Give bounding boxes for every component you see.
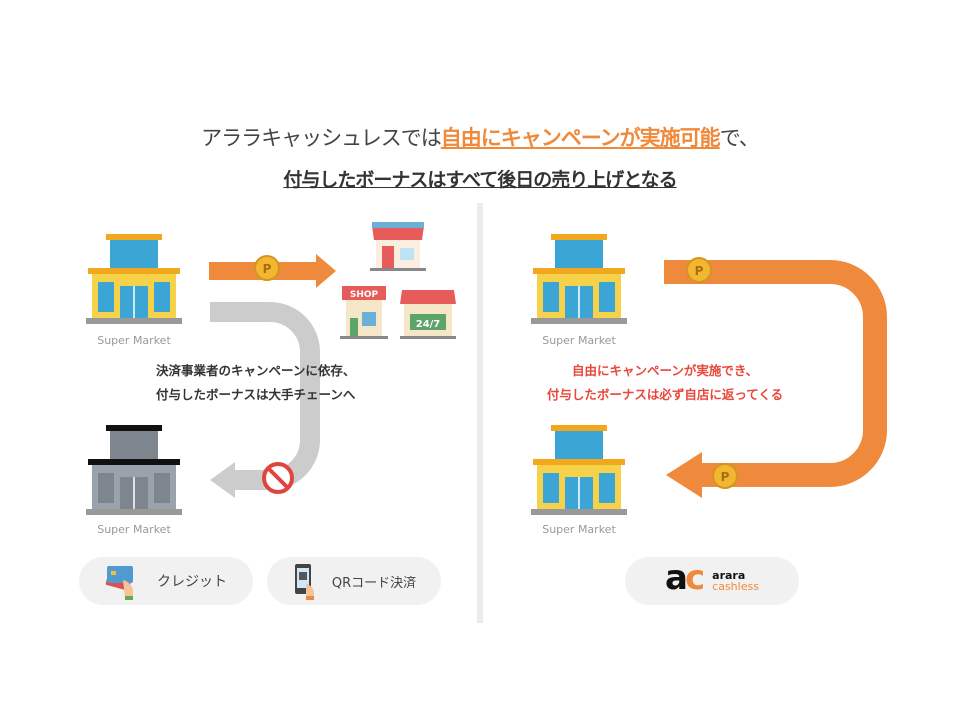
supermarket-building-icon — [86, 234, 182, 324]
qr-phone-icon — [294, 564, 314, 600]
left-caption: 決済事業者のキャンペーンに依存、 付与したボーナスは大手チェーンへ — [156, 359, 355, 407]
conv-sign: 24/7 — [416, 319, 441, 330]
store-label: Super Market — [542, 523, 616, 536]
arara-logo-mark-text: ac — [665, 558, 705, 598]
logo-line2: cashless — [712, 580, 759, 593]
arara-logo-text: arara cashless — [712, 570, 759, 592]
store-label: Super Market — [97, 334, 171, 347]
credit-label: クレジット — [157, 574, 227, 590]
coin-icon: P — [686, 257, 712, 283]
title-prefix: アララキャッシュレスでは — [201, 126, 442, 150]
qr-label: QRコード決済 — [331, 575, 417, 591]
store-label: Super Market — [97, 523, 171, 536]
caption-line: 決済事業者のキャンペーンに依存、 — [156, 363, 356, 378]
prohibited-icon — [262, 462, 294, 494]
credit-card-pill: クレジット — [79, 557, 253, 605]
svg-text:P: P — [263, 262, 272, 276]
arara-logo-pill: a ac arara cashless — [625, 557, 799, 605]
title-line-2: 付与したボーナスはすべて後日の売り上げとなる — [283, 169, 677, 191]
small-store-icon — [370, 222, 426, 271]
store-label: Super Market — [542, 334, 616, 347]
shop-store-icon: SHOP — [340, 286, 388, 339]
title-suffix: で、 — [719, 126, 760, 150]
divider — [477, 203, 483, 623]
orange-u-arrow — [664, 260, 887, 498]
title-line-1: アララキャッシュレスでは自由にキャンペーンが実施可能で、 — [0, 122, 960, 152]
svg-text:P: P — [721, 470, 730, 484]
logo-line1: arara — [712, 569, 746, 582]
caption-line: 付与したボーナスは大手チェーンへ — [156, 387, 356, 402]
title-highlight: 自由にキャンペーンが実施可能 — [440, 126, 721, 150]
chain-supermarket-building-icon — [86, 425, 182, 515]
right-caption: 自由にキャンペーンが実施でき、 付与したボーナスは必ず自店に返ってくる — [540, 359, 790, 407]
caption-line: 自由にキャンペーンが実施でき、 — [571, 363, 758, 378]
shop-sign: SHOP — [350, 290, 379, 300]
svg-text:P: P — [695, 264, 704, 278]
caption-line: 付与したボーナスは必ず自店に返ってくる — [546, 387, 784, 402]
credit-card-hand-icon — [105, 566, 133, 600]
supermarket-building-icon — [531, 425, 627, 515]
qr-payment-pill: QRコード決済 — [267, 557, 441, 605]
supermarket-building-icon — [531, 234, 627, 324]
coin-icon: P — [712, 463, 738, 489]
convenience-store-icon: 24/7 — [400, 290, 456, 339]
coin-icon: P — [254, 255, 280, 281]
